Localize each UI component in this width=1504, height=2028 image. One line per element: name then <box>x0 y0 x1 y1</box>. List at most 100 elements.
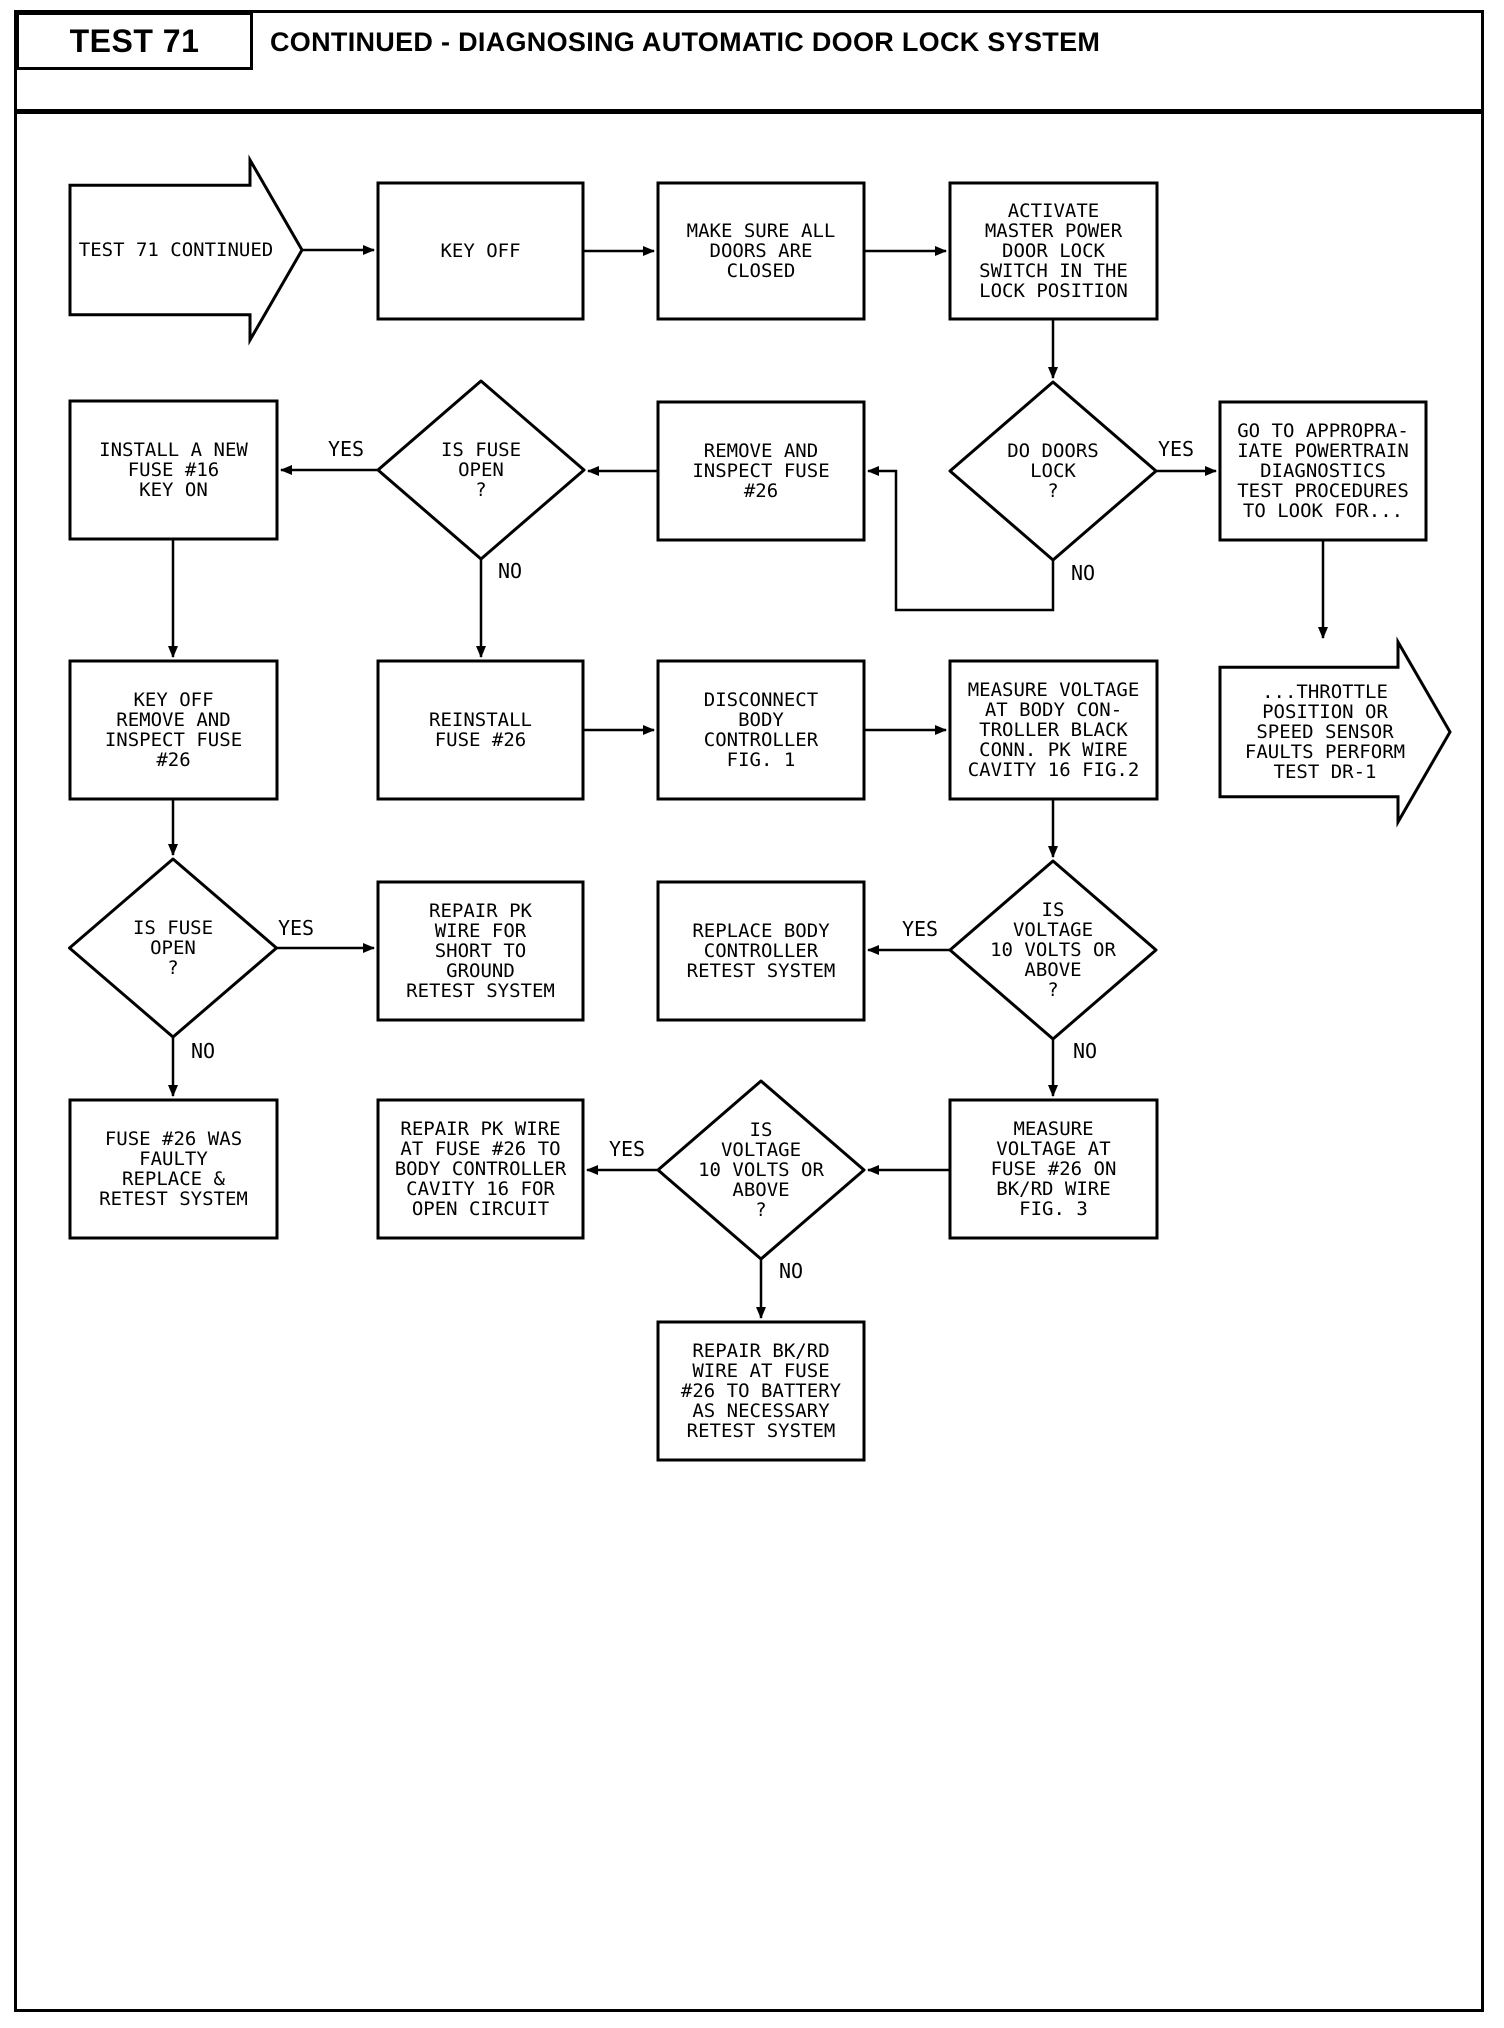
decision-diamond <box>948 859 1158 1041</box>
edge-label-yes: YES <box>328 437 364 461</box>
node-text-line: REPAIR BK/RD <box>692 1340 829 1362</box>
node-text-line: INSPECT FUSE <box>105 729 242 751</box>
node-text-line: MAKE SURE ALL <box>687 220 836 242</box>
process-box <box>656 880 866 1022</box>
process-box <box>376 880 585 1022</box>
node-text-line: FIG. 1 <box>727 749 796 771</box>
edge-label-no: NO <box>498 559 522 583</box>
node-text-line: CLOSED <box>727 260 796 282</box>
node-text-line: RETEST SYSTEM <box>99 1188 248 1210</box>
node-text-line: SWITCH IN THE <box>979 260 1128 282</box>
process-box <box>656 1320 866 1462</box>
edge-label-no: NO <box>1071 561 1095 585</box>
node-text-line: ...THROTTLE <box>1262 681 1388 703</box>
node-text-line: OPEN <box>458 459 504 481</box>
node-text-line: ? <box>1047 979 1058 1001</box>
edge-label-yes: YES <box>1158 437 1194 461</box>
node-text-line: REINSTALL <box>429 709 532 731</box>
connectors <box>168 245 1328 1319</box>
header-bar <box>14 10 1484 114</box>
node-text-line: DISCONNECT <box>704 689 818 711</box>
node-text-line: 10 VOLTS OR <box>698 1159 824 1181</box>
process-box <box>948 1098 1159 1240</box>
node-text-line: ? <box>167 957 178 979</box>
node-text-line: REPAIR PK <box>429 900 533 922</box>
node-text-line: GROUND <box>446 960 515 982</box>
edge-label-no: NO <box>1073 1039 1097 1063</box>
page-title: CONTINUED - DIAGNOSING AUTOMATIC DOOR LO… <box>270 26 1101 57</box>
node-text-line: POSITION OR <box>1262 701 1388 723</box>
edge-label-yes: YES <box>609 1137 645 1161</box>
process-box <box>376 659 585 801</box>
node-text-line: CONN. PK WIRE <box>979 739 1128 761</box>
node-text-line: INSTALL A NEW <box>99 439 248 461</box>
edge-label-yes: YES <box>902 917 938 941</box>
node-text-line: DOOR LOCK <box>1002 240 1106 262</box>
process-box <box>68 399 279 541</box>
node-text-line: CAVITY 16 FOR <box>406 1178 555 1200</box>
node-text-line: MEASURE VOLTAGE <box>968 679 1140 701</box>
node-text-line: BK/RD WIRE <box>996 1178 1110 1200</box>
node-text-line: RETEST SYSTEM <box>687 1420 836 1442</box>
node-text-line: VOLTAGE <box>721 1139 801 1161</box>
node-text-line: CONTROLLER <box>704 729 819 751</box>
node-text-line: #26 <box>744 480 778 502</box>
node-text-line: WIRE FOR <box>435 920 527 942</box>
decision-diamond <box>656 1079 866 1261</box>
node-text-line: RETEST SYSTEM <box>687 960 836 982</box>
node-text-line: FUSE #26 WAS <box>105 1128 242 1150</box>
process-box <box>656 181 866 321</box>
node-text-line: REMOVE AND <box>116 709 230 731</box>
node-text-line: REPLACE & <box>122 1168 226 1190</box>
node-text-line: VOLTAGE AT <box>996 1138 1110 1160</box>
node-text-line: SPEED SENSOR <box>1256 721 1394 743</box>
node-text-line: FAULTS PERFORM <box>1245 741 1405 763</box>
node-text-line: REPAIR PK WIRE <box>400 1118 560 1140</box>
node-text-line: TO LOOK FOR... <box>1243 500 1403 522</box>
node-text-line: KEY ON <box>139 479 208 501</box>
node-text-line: ? <box>475 479 486 501</box>
node-text-line: VOLTAGE <box>1013 919 1093 941</box>
node-text-line: IS <box>1042 899 1065 921</box>
node-text-line: REPLACE BODY <box>692 920 830 942</box>
node-text-line: TROLLER BLACK <box>979 719 1128 741</box>
node-text-line: 10 VOLTS OR <box>990 939 1116 961</box>
node-text-line: CONTROLLER <box>704 940 819 962</box>
process-box <box>68 659 279 801</box>
edge-label-no: NO <box>779 1259 803 1283</box>
node-text-line: ACTIVATE <box>1008 200 1100 222</box>
test-number: TEST 71 <box>16 12 253 70</box>
node-text-line: AT BODY CON- <box>985 699 1122 721</box>
node-text-line: BODY CONTROLLER <box>395 1158 567 1180</box>
node-text-line: DIAGNOSTICS <box>1260 460 1386 482</box>
node-text-line: IATE POWERTRAIN <box>1237 440 1409 462</box>
decision-diamond <box>948 380 1158 562</box>
process-box <box>376 181 585 321</box>
process-box <box>1218 400 1428 542</box>
node-text-line: IS <box>750 1119 773 1141</box>
node-text-line: REMOVE AND <box>704 440 818 462</box>
process-box <box>68 1098 279 1240</box>
node-text-line: MEASURE <box>1013 1118 1093 1140</box>
node-text-line: AT FUSE #26 TO <box>400 1138 560 1160</box>
node-text-line: RETEST SYSTEM <box>406 980 555 1002</box>
decision-diamond <box>376 379 586 561</box>
